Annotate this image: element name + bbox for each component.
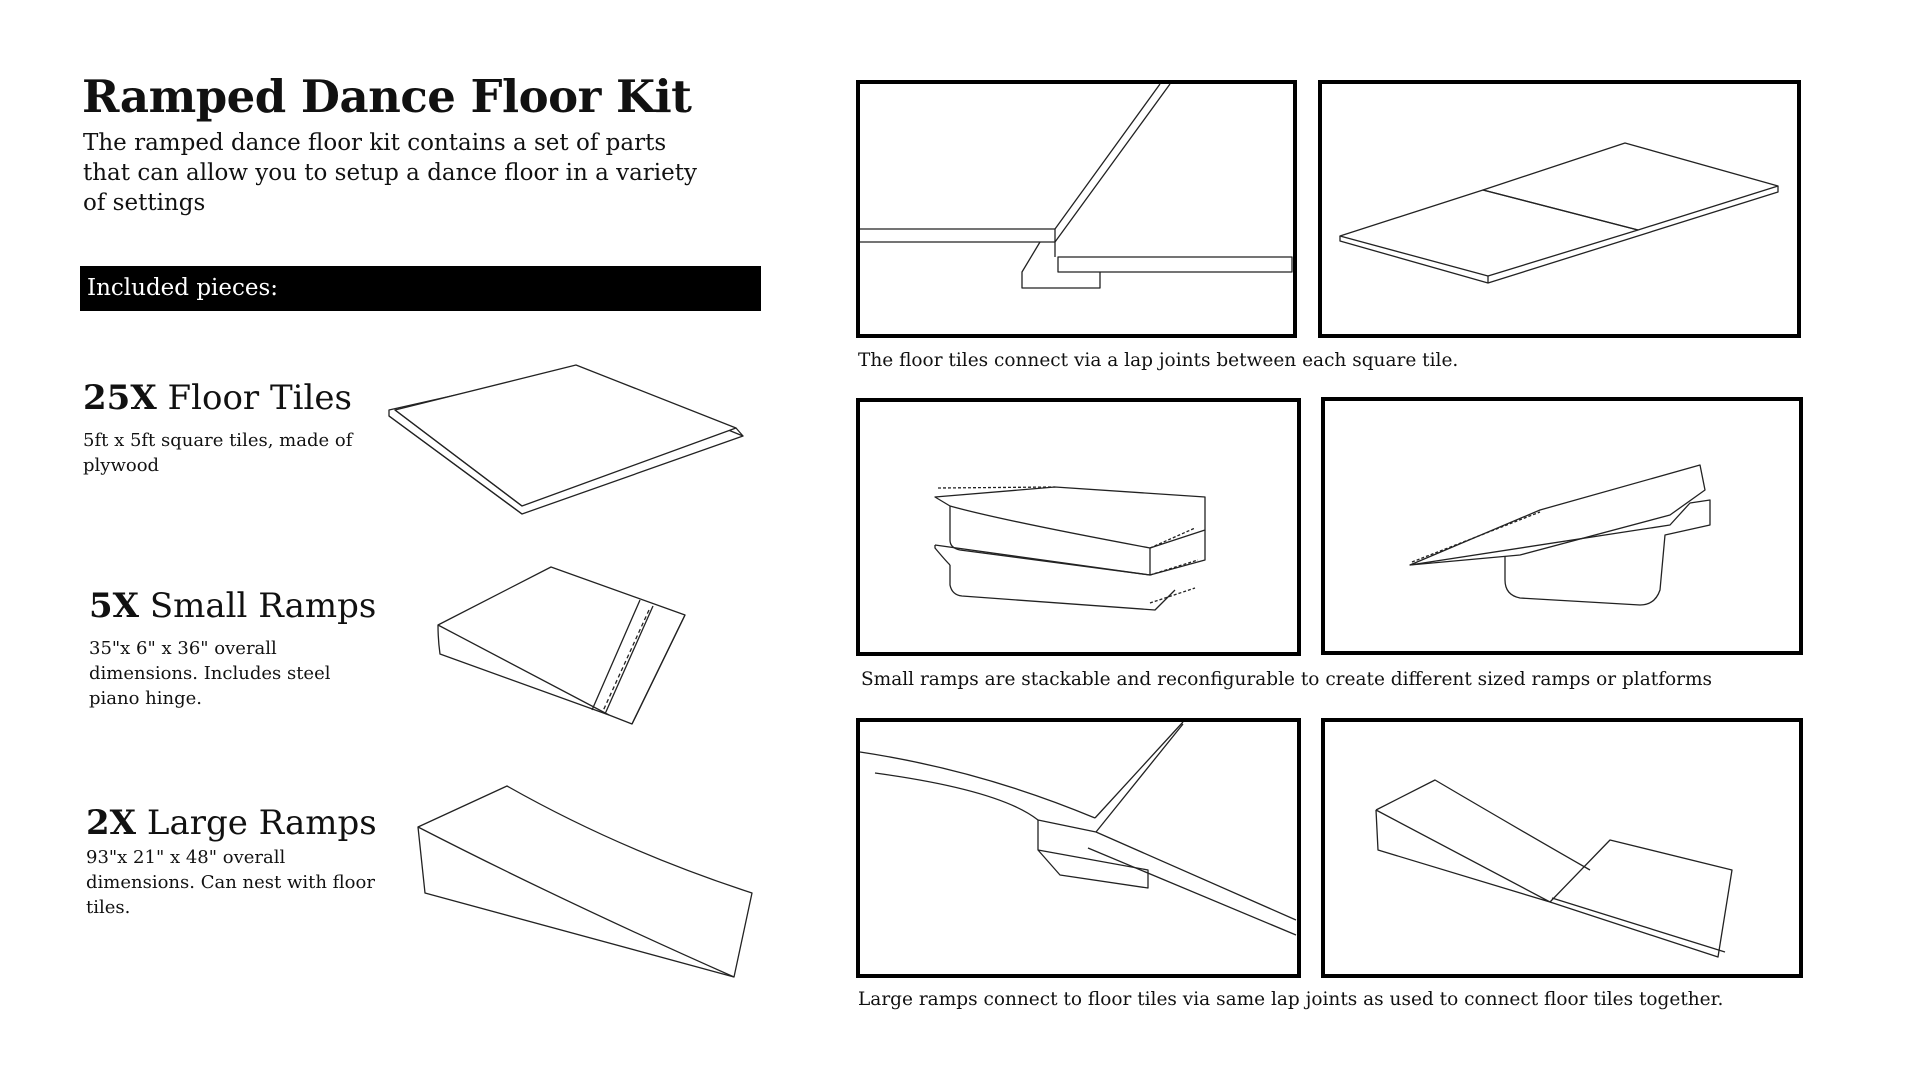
item-large-ramps: 2X Large Ramps 93"x 21" x 48" overall di… [86, 803, 377, 920]
item-quantity: 5X [89, 586, 140, 626]
caption-large-ramps: Large ramps connect to floor tiles via s… [858, 989, 1724, 1010]
item-description: 93"x 21" x 48" overall dimensions. Can n… [86, 847, 375, 918]
item-description: 35"x 6" x 36" overall dimensions. Includ… [89, 638, 331, 709]
item-name: Large Ramps [146, 803, 377, 843]
panel-stacked-ramps [856, 398, 1301, 656]
item-description: 5ft x 5ft square tiles, made of plywood [83, 430, 353, 476]
included-pieces-header: Included pieces: [80, 266, 761, 311]
panel-ramp-joint-detail [856, 718, 1301, 978]
floor-tile-illustration [388, 364, 744, 515]
panel-two-tiles [1318, 80, 1801, 338]
item-name: Floor Tiles [167, 378, 352, 418]
caption-floor-tiles: The floor tiles connect via a lap joints… [858, 350, 1459, 371]
panel-lap-joint-detail [856, 80, 1297, 338]
small-ramp-illustration [437, 566, 686, 725]
page-description: The ramped dance floor kit contains a se… [83, 130, 698, 216]
item-quantity: 2X [86, 803, 137, 843]
page-title: Ramped Dance Floor Kit [82, 70, 692, 123]
item-quantity: 25X [83, 378, 157, 418]
large-ramp-illustration [417, 785, 753, 978]
item-small-ramps: 5X Small Ramps 35"x 6" x 36" overall dim… [89, 586, 379, 711]
panel-ramp-config [1321, 397, 1803, 655]
item-floor-tiles: 25X Floor Tiles 5ft x 5ft square tiles, … [83, 378, 373, 478]
caption-small-ramps: Small ramps are stackable and reconfigur… [861, 669, 1713, 690]
panel-ramp-with-tile [1321, 718, 1803, 978]
item-name: Small Ramps [149, 586, 377, 626]
